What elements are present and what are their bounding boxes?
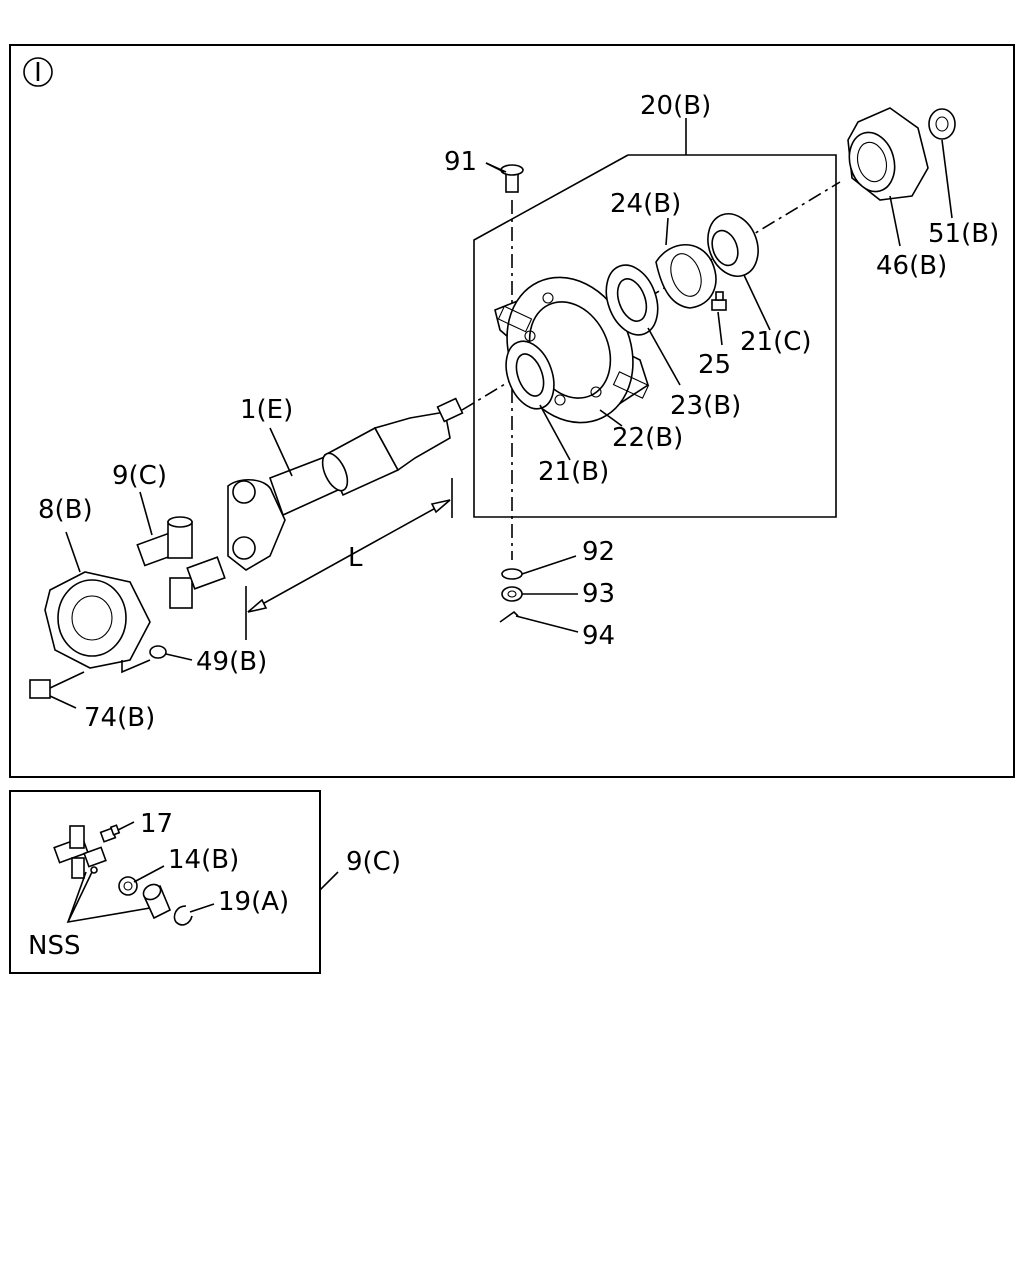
washer-92: [501, 568, 523, 580]
washer-49b: [149, 645, 167, 659]
label-94: 94: [582, 621, 615, 651]
bolt-91: [500, 164, 524, 193]
inset-label-nss: NSS: [28, 931, 80, 961]
inset-spider: [53, 825, 107, 879]
label-21c: 21(C): [740, 327, 812, 357]
panel-marker: I: [34, 58, 42, 88]
panel-marker-circle: [23, 57, 53, 87]
label-49b: 49(B): [196, 647, 267, 677]
dimension-l-line: [247, 499, 451, 613]
label-20b: 20(B): [640, 91, 711, 121]
label-92: 92: [582, 537, 615, 567]
universal-joint-spider-9c: [136, 516, 226, 609]
bolt-74b: [29, 671, 85, 699]
label-74b: 74(B): [84, 703, 155, 733]
flange-46b: [847, 107, 929, 201]
label-1e: 1(E): [240, 395, 293, 425]
label-25: 25: [698, 350, 731, 380]
inset-label-19a: 19(A): [218, 887, 289, 917]
inset-label-17: 17: [140, 809, 173, 839]
label-8b: 8(B): [38, 495, 93, 525]
label-22b: 22(B): [612, 423, 683, 453]
inset-bearing-cup: [142, 883, 172, 920]
label-46b: 46(B): [876, 251, 947, 281]
bearing-23b: [605, 264, 659, 336]
inset-label-14b: 14(B): [168, 845, 239, 875]
seal-21c: [707, 213, 759, 277]
nut-51b: [928, 108, 956, 140]
cotter-pin-94: [499, 610, 519, 623]
propeller-shaft-1e: [227, 397, 464, 571]
label-24b: 24(B): [610, 189, 681, 219]
inset-panel-border: [9, 790, 321, 974]
flange-8b: [44, 571, 151, 669]
label-93: 93: [582, 579, 615, 609]
inset-seal-14b: [118, 876, 138, 896]
label-21b: 21(B): [538, 457, 609, 487]
label-23b: 23(B): [670, 391, 741, 421]
grease-nipple-25: [711, 291, 727, 311]
inset-snap-ring-19a: [173, 905, 193, 926]
nut-93: [501, 586, 523, 602]
subassembly-bracket: [473, 154, 837, 518]
label-dim-l: L: [348, 543, 363, 573]
main-panel-border: [9, 44, 1015, 778]
inset-title-9c: 9(C): [346, 847, 401, 877]
label-91: 91: [444, 147, 477, 177]
inset-grease-fitting-17: [99, 824, 121, 843]
cushion-24b: [655, 243, 717, 309]
label-9c: 9(C): [112, 461, 167, 491]
label-51b: 51(B): [928, 219, 999, 249]
